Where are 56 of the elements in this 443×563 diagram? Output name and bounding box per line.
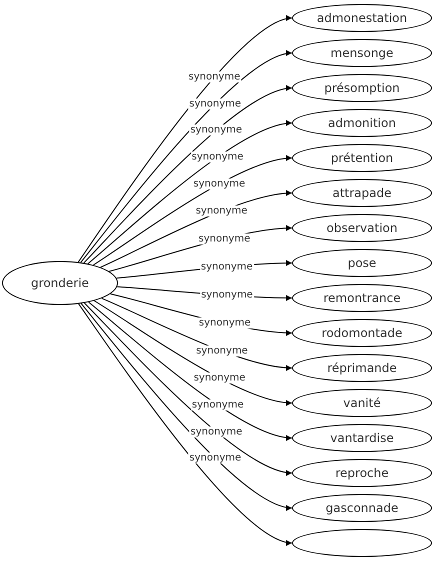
ellipse-node bbox=[292, 249, 432, 277]
edge-label: synonyme bbox=[190, 426, 244, 438]
arrow bbox=[92, 156, 292, 266]
ellipse-node bbox=[292, 354, 432, 382]
arrow bbox=[84, 302, 292, 475]
ellipse-node bbox=[292, 284, 432, 312]
ellipse-node bbox=[2, 261, 118, 305]
node-label: observation bbox=[326, 221, 398, 235]
node-label: présomption bbox=[324, 81, 400, 95]
node-label: gronderie bbox=[31, 276, 89, 290]
node-label: prétention bbox=[330, 151, 394, 165]
edge-label: synonyme bbox=[194, 206, 248, 217]
node-label: reproche bbox=[335, 466, 389, 480]
ellipse-node bbox=[292, 389, 432, 417]
edge-label: synonyme bbox=[200, 261, 254, 272]
ellipse-node bbox=[292, 4, 432, 32]
edge-label: synonyme bbox=[200, 290, 254, 301]
edge-label: synonyme bbox=[188, 72, 242, 83]
edge-label: synonyme bbox=[190, 400, 245, 410]
ellipse-node bbox=[292, 144, 432, 172]
node-label: mensonge bbox=[330, 46, 394, 60]
node-label: remontrance bbox=[323, 291, 401, 305]
ellipse-node bbox=[292, 459, 432, 487]
arrow bbox=[80, 303, 292, 510]
ellipse-node bbox=[292, 494, 432, 522]
arrow bbox=[94, 300, 292, 406]
ellipse-node bbox=[292, 424, 432, 452]
node-label: admonestation bbox=[316, 11, 408, 25]
node-label: rodomontade bbox=[322, 326, 402, 340]
ellipse-node bbox=[292, 109, 432, 137]
ellipse-node bbox=[292, 214, 432, 242]
node-label: vantardise bbox=[330, 431, 394, 445]
node-label: pose bbox=[348, 256, 376, 270]
arrow bbox=[78, 303, 292, 544]
edge-label: synonyme bbox=[189, 124, 244, 136]
edge-label: synonyme bbox=[190, 152, 244, 163]
node-label: attrapade bbox=[332, 186, 392, 200]
edge-label: synonyme bbox=[198, 233, 252, 244]
node-label: admonition bbox=[328, 116, 396, 130]
edge-label: synonyme bbox=[195, 346, 249, 357]
node-label: gasconnade bbox=[326, 501, 398, 515]
ellipse-node bbox=[292, 319, 432, 347]
ellipse-node bbox=[292, 529, 432, 557]
ellipse-node bbox=[292, 179, 432, 207]
ellipse-node bbox=[292, 74, 432, 102]
edge-label: synonyme bbox=[188, 98, 242, 110]
arrow bbox=[87, 120, 292, 264]
node-label: réprimande bbox=[327, 361, 397, 375]
arrow bbox=[83, 86, 292, 264]
arrow bbox=[88, 302, 292, 440]
ellipse-node bbox=[292, 39, 432, 67]
edge-label: synonyme bbox=[198, 318, 252, 329]
edge-label: synonyme bbox=[192, 372, 246, 384]
node-label: vanité bbox=[343, 396, 381, 410]
edge-label: synonyme bbox=[192, 178, 246, 190]
edge-label: synonyme bbox=[188, 452, 242, 464]
